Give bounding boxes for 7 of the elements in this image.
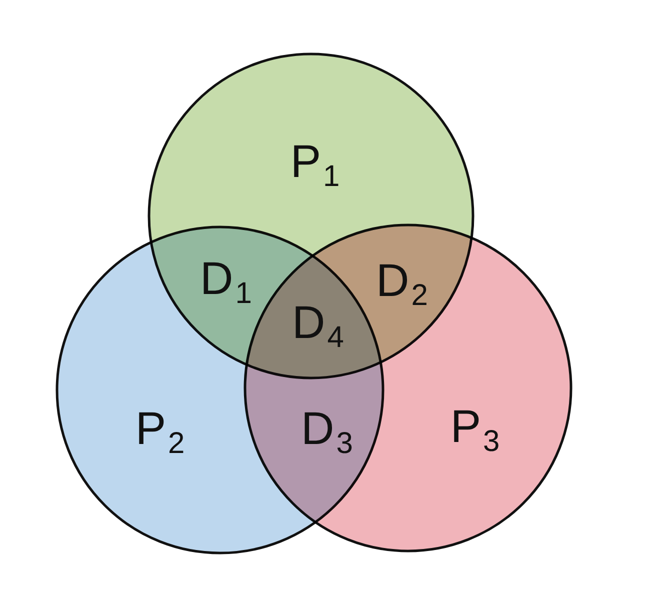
intersection-label: D$_{4}$ <box>292 299 344 353</box>
set-label: P$_{1}$ <box>290 138 340 192</box>
set-label: P$_{2}$ <box>135 405 185 459</box>
set-label: P$_{3}$ <box>450 403 500 457</box>
intersection-label: D$_{1}$ <box>200 255 252 309</box>
intersection-label: D$_{2}$ <box>376 257 428 311</box>
intersection-label: D$_{3}$ <box>301 405 353 459</box>
